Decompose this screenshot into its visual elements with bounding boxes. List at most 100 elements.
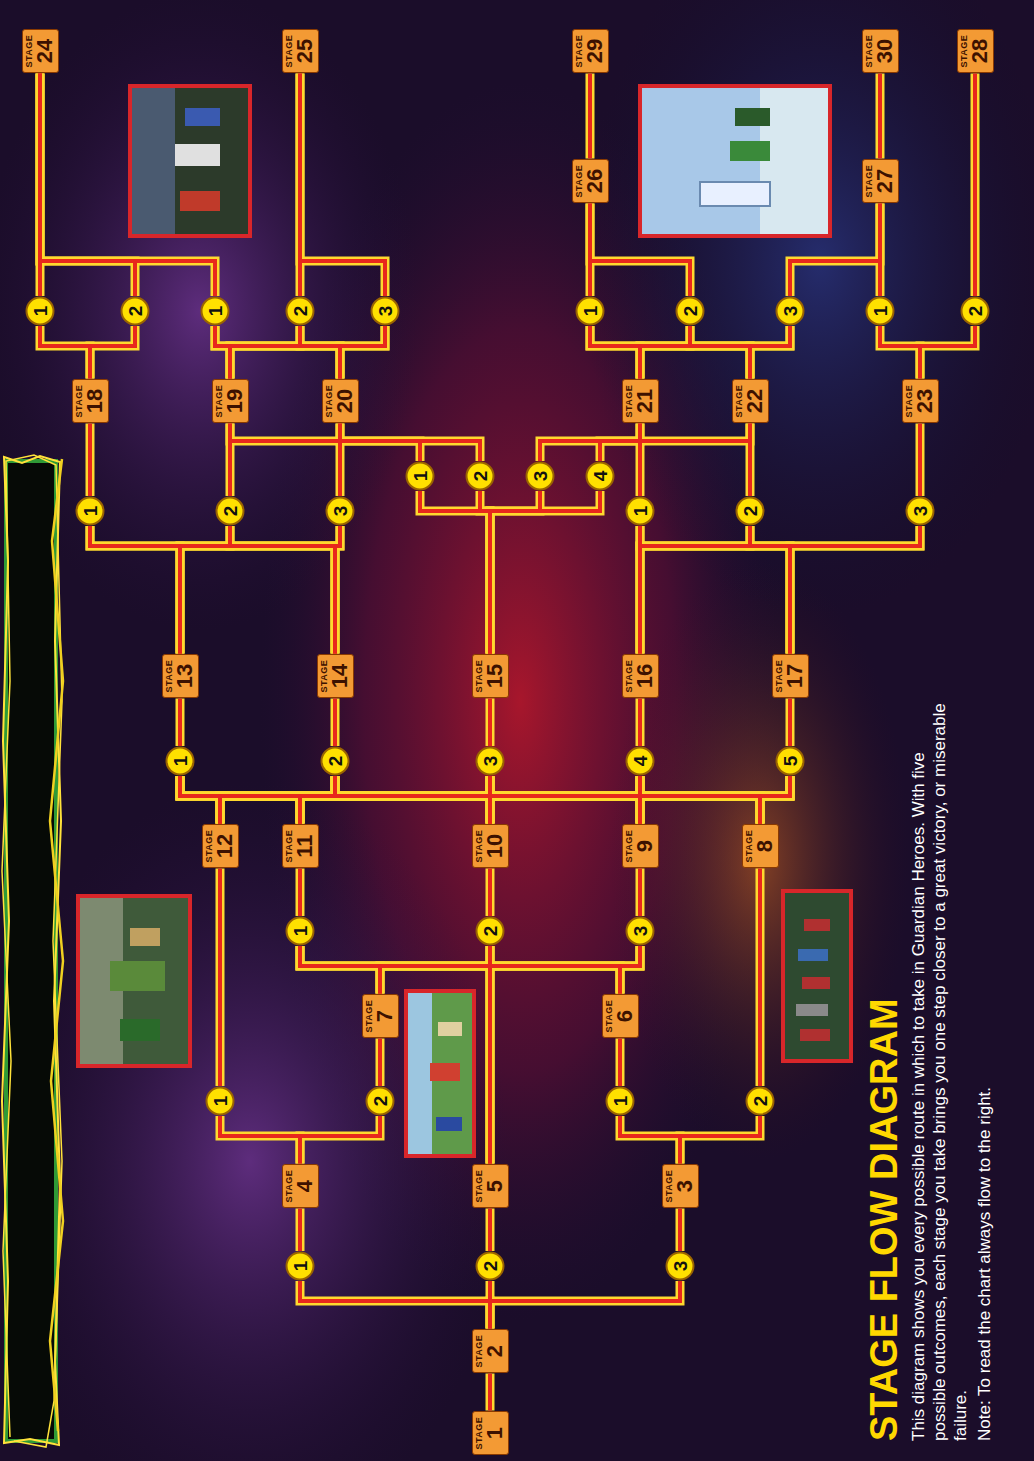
screenshot-figure [175,144,220,166]
outcome-circle-outline [627,748,654,775]
connector [335,776,640,824]
screenshot-ground [760,86,830,236]
outcome-number: 1 [871,306,890,317]
outcome-number: 3 [781,306,800,317]
connector-outline [760,776,790,824]
stage-number: 6 [614,1000,636,1033]
connector [340,326,385,379]
connector-outline [340,424,480,462]
outcome-circle: 2 [465,461,495,491]
outcome-circle-outline [322,748,349,775]
connector-outline [486,699,495,747]
screenshot-figure [180,191,220,211]
stage-tag: STAGE22 [732,379,769,424]
connector [300,776,790,824]
outcome-circle-outline [217,498,244,525]
connector [588,74,592,159]
connector [690,326,750,379]
outcome-circle-outline [777,298,804,325]
outcome-circle-outline [527,463,554,490]
stage-number: 25 [294,35,316,68]
connector [378,1039,382,1087]
connector-outline [486,1209,495,1252]
outcome-circle-outline [587,463,614,490]
stage-word: STAGE [284,830,294,863]
screenshot-frame [406,991,474,1156]
stage-number: 27 [874,165,896,198]
screenshot-figure [796,1004,828,1016]
connector [620,946,640,994]
outcome-number: 2 [751,1096,770,1107]
stage-word: STAGE [474,1335,484,1368]
screenshot-ground [78,896,190,1066]
connector [748,424,752,497]
connector [220,776,335,824]
connector-outline [490,776,760,824]
connector-outline [620,1116,680,1164]
connector [678,1209,682,1252]
outcome-number: 1 [631,506,650,517]
stage-word: STAGE [574,35,584,68]
connector-outline [376,1039,385,1087]
connector-outline [420,491,490,654]
stage-word: STAGE [214,385,224,418]
connector [420,491,490,654]
connector-outlines [40,74,975,1411]
outcome-circle-outline [737,498,764,525]
outcome-circle-outline [287,298,314,325]
outcome-circle-outline [667,1253,694,1280]
outcome-circle-outline [287,1253,314,1280]
stage-number: 17 [784,660,806,693]
connector-outline [600,424,750,462]
connector-outline [40,326,90,379]
connector [220,1116,300,1164]
stage-tag: STAGE29 [572,29,609,74]
connector-outline [640,326,790,379]
screenshot-figure [110,961,165,991]
outcome-number: 3 [376,306,395,317]
connector-outline [876,74,885,159]
connector [88,424,92,497]
connector-outline [590,204,690,297]
outcome-circle: 2 [475,916,505,946]
stage-tag: STAGE30 [862,29,899,74]
stage-word: STAGE [774,660,784,693]
connector [640,326,690,379]
connector [750,326,790,379]
outcome-circle-outline [627,498,654,525]
screenshot-figure [436,1117,462,1131]
connector [178,699,182,747]
outcome-circle: 3 [665,1251,695,1281]
connector [335,776,760,824]
connector-outline [486,1374,495,1411]
connector-outline [756,869,765,1087]
outcome-circle: 1 [405,461,435,491]
outcome-circle-outline [367,1088,394,1115]
outcome-circle: 1 [575,296,605,326]
connector [180,776,640,824]
connector-outline [335,526,340,654]
stage-number: 3 [674,1170,696,1203]
stage-word: STAGE [474,1170,484,1203]
screenshot-ground [130,86,250,236]
outcome-circle: 2 [745,1086,775,1116]
screenshot-ground [406,991,474,1156]
outcome-number: 3 [911,506,930,517]
stage-tag: STAGE25 [282,29,319,74]
connector-outline [750,326,790,379]
outcome-number: 4 [591,471,610,482]
stage-tag: STAGE24 [22,29,59,74]
connector [220,776,640,824]
connector [878,74,882,159]
connector [618,1039,622,1087]
connector [640,526,790,654]
outcome-number: 1 [611,1096,630,1107]
stage-word: STAGE [164,660,174,693]
connector-outline [300,1116,380,1164]
connector [750,526,790,654]
outcome-number: 2 [221,506,240,517]
outcome-circle-outline [327,498,354,525]
outcome-number: 2 [326,756,345,767]
screenshot [406,991,474,1156]
